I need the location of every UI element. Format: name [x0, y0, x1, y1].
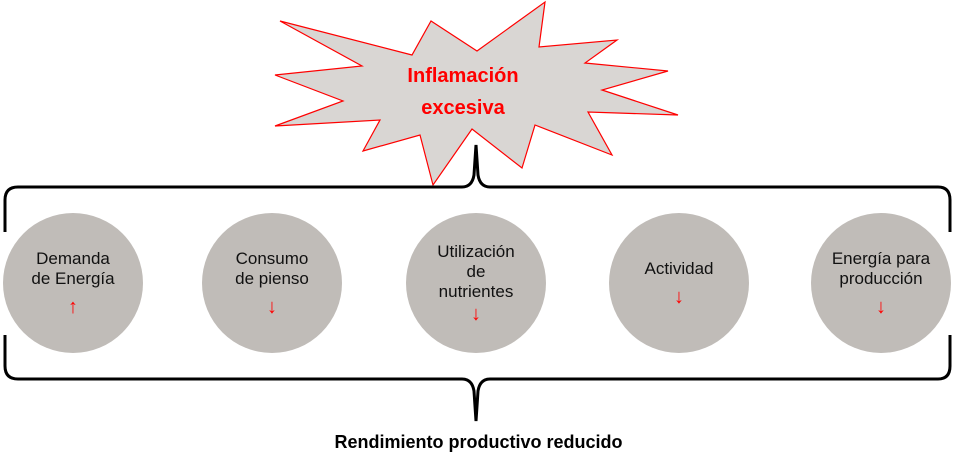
- burst-line-2: excesiva: [421, 97, 505, 119]
- factor-label: de Energía: [31, 269, 115, 288]
- factor-label: Utilización: [437, 242, 515, 261]
- starburst-shape: [274, 0, 679, 187]
- factor-label: de pienso: [235, 269, 309, 288]
- factor-label: Consumo: [235, 249, 309, 268]
- top-bracket: [3, 144, 952, 232]
- arrow-down-icon: ↓: [267, 296, 277, 318]
- arrow-down-icon: ↓: [674, 286, 684, 308]
- factor-label: de: [466, 262, 486, 281]
- inflammation-label: Inflamación excesiva: [383, 60, 543, 124]
- factor-label: producción: [839, 269, 923, 288]
- factor-label: Energía para: [831, 249, 931, 268]
- factor-activity: Actividad ↓: [609, 213, 749, 353]
- burst-line-1: Inflamación: [407, 65, 519, 87]
- factor-energy-demand: Demanda de Energía ↑: [3, 213, 143, 353]
- arrow-down-icon: ↓: [876, 296, 886, 318]
- factor-nutrient-utilization: Utilización de nutrientes ↓: [406, 213, 546, 353]
- factor-label: Demanda: [36, 249, 110, 268]
- factor-production-energy: Energía para producción ↓: [811, 213, 951, 353]
- outcome-label: Rendimiento productivo reducido: [334, 432, 623, 452]
- bottom-bracket: [3, 335, 952, 422]
- factor-label: Actividad: [644, 259, 714, 278]
- arrow-up-icon: ↑: [68, 296, 78, 318]
- arrow-down-icon: ↓: [471, 303, 481, 325]
- factor-feed-intake: Consumo de pienso ↓: [202, 213, 342, 353]
- factor-label: nutrientes: [438, 282, 514, 301]
